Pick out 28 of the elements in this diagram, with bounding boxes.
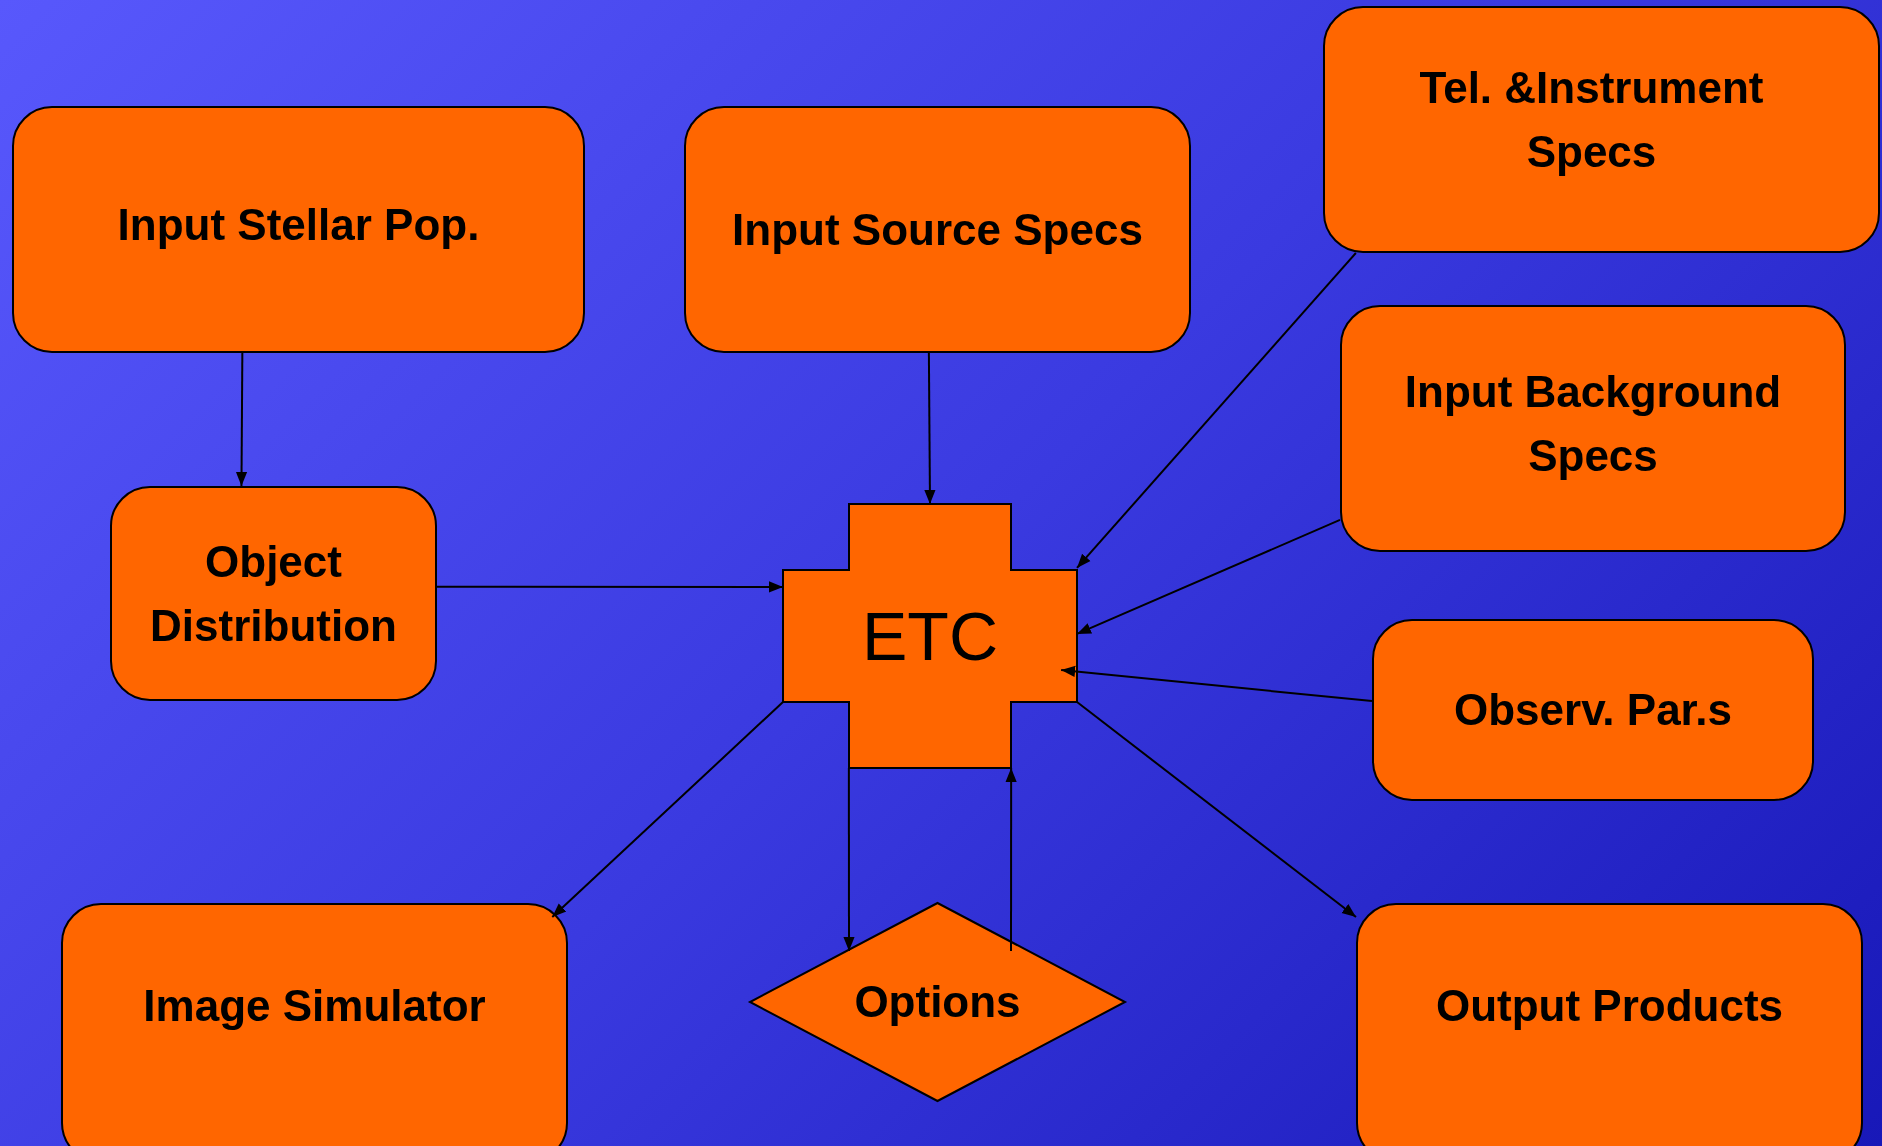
- arrow: [551, 701, 784, 919]
- arrow: [235, 352, 248, 487]
- output-box: [1356, 903, 1863, 1146]
- node-label: Image Simulator: [143, 979, 486, 1032]
- input-box: [684, 106, 1191, 353]
- input-box: [1340, 305, 1846, 552]
- decision-diamond: [750, 903, 1125, 1101]
- node-label: Input Source Specs: [732, 203, 1143, 256]
- process-cross: [783, 504, 1077, 768]
- node-label: Tel. &Instrument Specs: [1418, 61, 1765, 178]
- output-box: [61, 903, 568, 1146]
- input-box: [1372, 619, 1814, 801]
- node-label: Output Products: [1435, 979, 1784, 1032]
- node-label: Input Stellar Pop.: [117, 198, 480, 251]
- node-label: Input Background Specs: [1403, 365, 1783, 482]
- input-box: [1323, 6, 1880, 253]
- node-label: Object Distribution: [149, 535, 398, 652]
- process-box: [110, 486, 437, 701]
- input-box: [12, 106, 585, 353]
- arrow: [1005, 767, 1017, 952]
- arrow: [1060, 665, 1373, 703]
- node-label: Observ. Par.s: [1454, 684, 1732, 737]
- node-label: Options: [854, 976, 1021, 1029]
- arrow: [924, 352, 936, 505]
- node-label: ETC: [862, 596, 998, 676]
- arrow: [1076, 701, 1357, 919]
- arrow: [436, 581, 784, 593]
- arrow: [1076, 252, 1357, 569]
